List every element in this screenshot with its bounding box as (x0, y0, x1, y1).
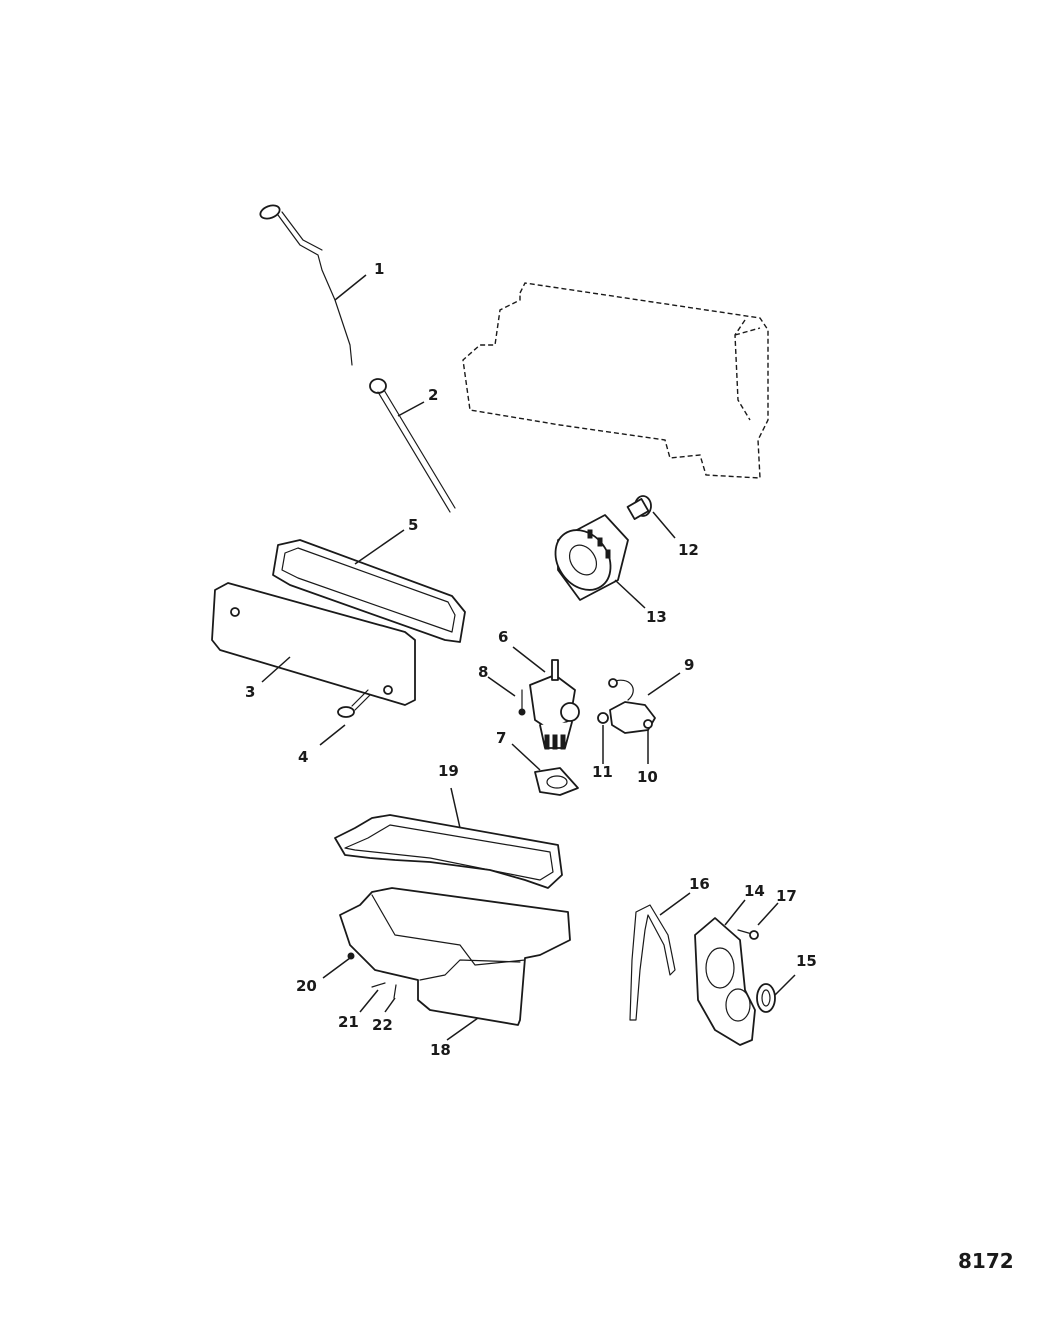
callout-7: 7 (496, 729, 506, 747)
callout-13: 13 (646, 608, 667, 626)
oil-pump (529, 659, 580, 750)
callout-10: 10 (637, 768, 658, 786)
callout-22: 22 (372, 1016, 393, 1034)
drawing-number: 8172 (958, 1249, 1014, 1273)
callout-21: 21 (338, 1013, 359, 1031)
engine-block-outline (462, 282, 769, 479)
callout-11: 11 (592, 763, 613, 781)
oil-pan (339, 887, 571, 1026)
pump-gasket (534, 767, 579, 796)
callout-17: 17 (776, 887, 797, 905)
cover-bolt (337, 689, 371, 718)
callout-4: 4 (298, 748, 308, 766)
dipstick (259, 204, 353, 366)
callout-20: 20 (296, 977, 317, 995)
pump-bolt (518, 689, 526, 716)
crankshaft-seal (756, 983, 776, 1013)
timing-cover-gasket (629, 904, 676, 1021)
callout-2: 2 (428, 386, 438, 404)
callout-8: 8 (478, 663, 488, 681)
oil-filter (554, 514, 629, 601)
oil-filter-adapter (626, 495, 652, 520)
callout-14: 14 (744, 882, 765, 900)
callout-5: 5 (408, 516, 418, 534)
valve-cover (211, 582, 416, 706)
callout-15: 15 (796, 952, 817, 970)
oil-pan-gasket (334, 814, 563, 889)
dowel (393, 984, 397, 999)
dipstick-tube (369, 378, 456, 513)
pickup-stud (597, 712, 609, 724)
callout-18: 18 (430, 1041, 451, 1059)
callout-9: 9 (684, 656, 694, 674)
callout-16: 16 (689, 875, 710, 893)
callout-labels: 1 2 3 4 5 6 7 8 9 10 11 12 13 14 15 16 1… (245, 260, 817, 1059)
callout-19: 19 (438, 762, 459, 780)
valve-cover-gasket (272, 539, 466, 643)
leader-lines (261, 274, 796, 1041)
pickup-nut (643, 719, 653, 729)
timing-cover-screw (737, 929, 759, 940)
callout-1: 1 (374, 260, 384, 278)
timing-cover (694, 917, 756, 1046)
callout-6: 6 (498, 628, 508, 646)
callout-3: 3 (245, 683, 255, 701)
dowel-pin (371, 982, 386, 988)
callout-12: 12 (678, 541, 699, 559)
